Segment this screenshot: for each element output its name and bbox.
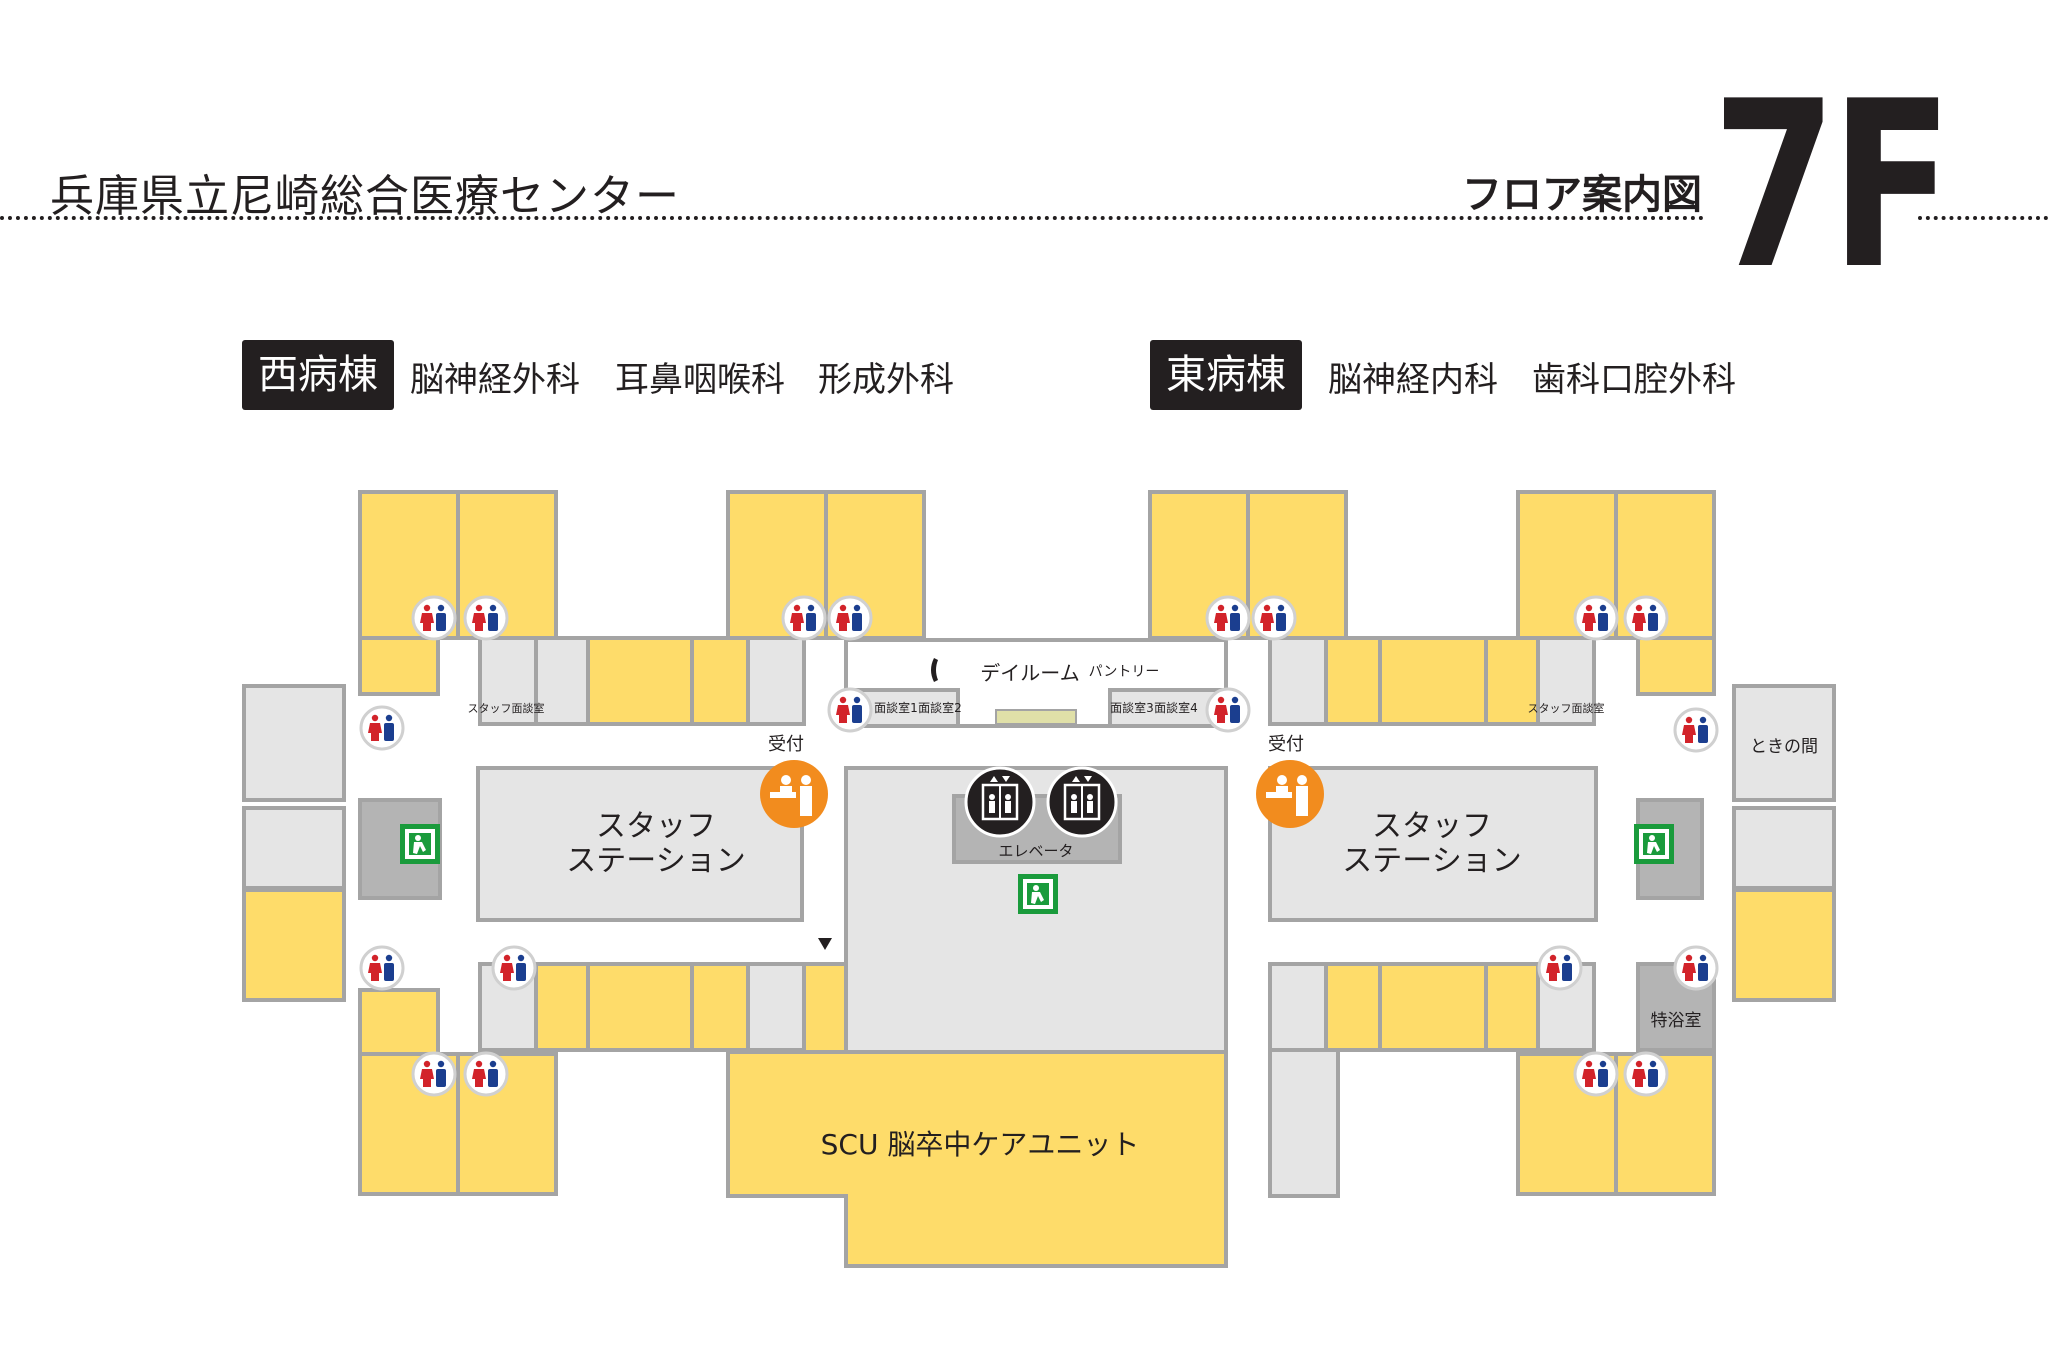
east-dept-2: 歯科口腔外科 xyxy=(1532,360,1736,400)
floor-guide-label: フロア案内図 xyxy=(1462,172,1702,218)
staff-interview-room xyxy=(1536,636,1596,726)
ward-room xyxy=(690,962,750,1052)
support-room xyxy=(1268,1048,1340,1198)
toilet-icon xyxy=(411,595,457,641)
interview-room-1-label: 面談室1 xyxy=(874,700,918,715)
ward-room xyxy=(534,962,590,1052)
dayroom-bench xyxy=(995,709,1077,725)
ward-room xyxy=(690,636,750,726)
reception-icon xyxy=(760,760,828,828)
toilet-icon xyxy=(463,1051,509,1097)
support-room xyxy=(534,636,590,726)
emergency-exit-icon xyxy=(400,824,440,864)
ward-room xyxy=(1378,962,1488,1052)
scu-label: SCU 脳卒中ケアユニット xyxy=(821,1128,1140,1161)
east-side-room-2 xyxy=(1732,806,1836,890)
toilet-icon xyxy=(781,595,827,641)
emergency-exit-icon xyxy=(1018,874,1058,914)
header-divider-left xyxy=(0,216,1705,220)
toilet-icon xyxy=(1205,687,1251,733)
support-room xyxy=(1268,636,1328,726)
ward-room xyxy=(586,636,694,726)
toilet-icon xyxy=(1573,595,1619,641)
toilet-icon xyxy=(463,595,509,641)
toilet-icon xyxy=(1573,1051,1619,1097)
toilet-icon xyxy=(1673,707,1719,753)
reception-icon xyxy=(1256,760,1324,828)
interview-room-4-label: 面談室4 xyxy=(1154,700,1198,715)
hospital-name: 兵庫県立尼崎総合医療センター xyxy=(50,171,680,222)
west-reception-label: 受付 xyxy=(768,734,804,755)
east-staff-station-label: スタッフステーション xyxy=(1342,809,1521,879)
elevator-label: エレベータ xyxy=(998,842,1073,860)
ward-room xyxy=(1484,636,1540,726)
toilet-icon xyxy=(1673,945,1719,991)
toilet-icon xyxy=(1623,595,1669,641)
interview-room-2-label: 面談室2 xyxy=(918,700,962,715)
west-dept-3: 形成外科 xyxy=(818,360,954,400)
toilet-icon xyxy=(359,705,405,751)
support-room xyxy=(1268,962,1328,1052)
interview-room-3-label: 面談室3 xyxy=(1110,700,1154,715)
dayroom-label: デイルーム xyxy=(980,661,1079,685)
ward-room xyxy=(1324,636,1382,726)
tokinoma-label: ときの間 xyxy=(1750,737,1818,757)
floor-number: 7F xyxy=(1712,53,1953,320)
toilet-icon xyxy=(827,595,873,641)
west-staff-station xyxy=(476,766,804,922)
pantry-label: パントリー xyxy=(1089,664,1160,680)
west-dept-1: 脳神経外科 xyxy=(410,360,580,400)
east-dept-1: 脳神経内科 xyxy=(1328,360,1498,400)
toilet-icon xyxy=(1537,945,1583,991)
toilet-icon xyxy=(1205,595,1251,641)
toilet-icon xyxy=(359,945,405,991)
east-reception-label: 受付 xyxy=(1268,734,1304,755)
toilet-icon xyxy=(1623,1051,1669,1097)
west-side-room-1 xyxy=(242,684,346,802)
ward-room xyxy=(1324,962,1382,1052)
direction-marker xyxy=(818,938,832,950)
interview-rooms-east xyxy=(1108,688,1228,728)
support-room xyxy=(746,962,806,1052)
ward-room xyxy=(1378,636,1488,726)
toilet-icon xyxy=(1251,595,1297,641)
tokinoma-room xyxy=(1732,684,1836,802)
ward-room xyxy=(1636,636,1716,696)
ward-room xyxy=(1484,962,1540,1052)
staff-interview-room xyxy=(478,636,538,726)
support-room xyxy=(746,636,806,726)
west-side-room-2 xyxy=(242,806,346,890)
phone-icon xyxy=(931,658,938,682)
special-bath-label: 特浴室 xyxy=(1651,1011,1702,1031)
toilet-icon xyxy=(411,1051,457,1097)
ward-room xyxy=(358,988,440,1056)
east-wing-tag: 東病棟 xyxy=(1150,340,1302,410)
ward-room xyxy=(358,636,440,696)
scu-unit xyxy=(726,1050,1228,1268)
west-dept-2: 耳鼻咽喉科 xyxy=(615,360,785,400)
west-wing-tag: 西病棟 xyxy=(242,340,394,410)
east-staff-station xyxy=(1268,766,1598,922)
toilet-icon xyxy=(827,687,873,733)
west-side-room-3 xyxy=(242,888,346,1002)
elevator-icon xyxy=(964,766,1036,838)
header-divider-right xyxy=(1918,216,2048,220)
ward-room xyxy=(802,962,848,1054)
east-staff-interview-label: スタッフ面談室 xyxy=(1528,701,1605,715)
toilet-icon xyxy=(491,945,537,991)
west-staff-interview-label: スタッフ面談室 xyxy=(468,701,545,715)
east-side-room-3 xyxy=(1732,888,1836,1002)
elevator-icon xyxy=(1046,766,1118,838)
ward-room xyxy=(586,962,694,1052)
west-staff-station-label: スタッフステーション xyxy=(566,809,745,879)
emergency-exit-icon xyxy=(1634,824,1674,864)
